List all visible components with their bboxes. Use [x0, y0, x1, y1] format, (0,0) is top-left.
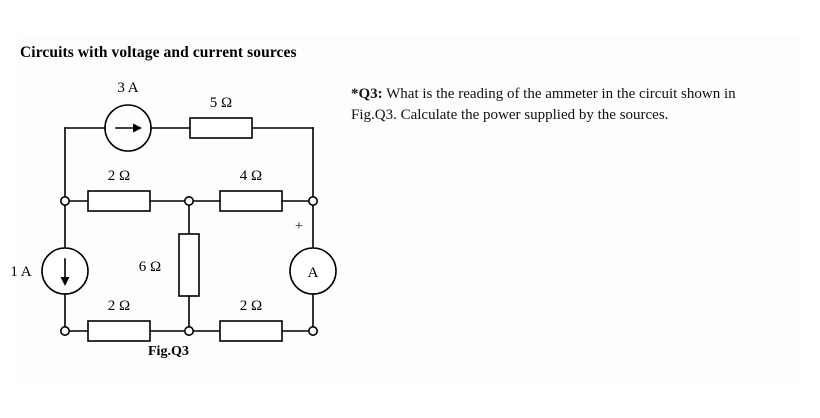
node-terminal-top-right: [307, 196, 318, 207]
question-text: *Q3: What is the reading of the ammeter …: [351, 84, 769, 127]
node-terminal-mid-center: [184, 196, 195, 207]
label-current-source-top: 3 A: [117, 80, 138, 96]
label-polarity-plus: +: [295, 219, 303, 234]
circuit-diagram: 3 A 5 Ω 2 Ω 4 Ω 6 Ω 2 Ω 2 Ω 1 A A + Fig.…: [0, 66, 350, 366]
question-label: *Q3:: [351, 86, 383, 102]
resistor-2-ohm-lower-right-symbol: [219, 320, 283, 342]
node-terminal-bottom-right: [307, 325, 318, 336]
page-title: Circuits with voltage and current source…: [20, 44, 297, 61]
resistor-2-ohm-lower-left-symbol: [87, 320, 151, 342]
label-current-source-left: 1 A: [10, 264, 31, 280]
node-terminal-top-left: [59, 196, 70, 207]
label-resistor-4-ohm: 4 Ω: [240, 168, 262, 184]
label-resistor-2-ohm-lower-left: 2 Ω: [108, 298, 130, 314]
node-terminal-bottom-left: [59, 325, 70, 336]
resistor-4-ohm-symbol: [219, 190, 283, 212]
label-ammeter: A: [308, 265, 319, 281]
label-resistor-2-ohm-lower-right: 2 Ω: [240, 298, 262, 314]
resistor-5-ohm-symbol: [189, 117, 253, 139]
resistor-6-ohm-symbol: [178, 233, 200, 297]
current-source-left-arrow-head: [60, 277, 70, 286]
label-resistor-2-ohm-upper-left: 2 Ω: [108, 168, 130, 184]
figure-caption: Fig.Q3: [148, 344, 189, 359]
current-source-top-arrow-head: [133, 123, 142, 133]
label-resistor-6-ohm: 6 Ω: [139, 259, 161, 275]
label-resistor-5-ohm: 5 Ω: [210, 95, 232, 111]
node-terminal-bottom-center: [184, 325, 195, 336]
question-body: What is the reading of the ammeter in th…: [351, 86, 736, 124]
resistor-2-ohm-upper-left-symbol: [87, 190, 151, 212]
